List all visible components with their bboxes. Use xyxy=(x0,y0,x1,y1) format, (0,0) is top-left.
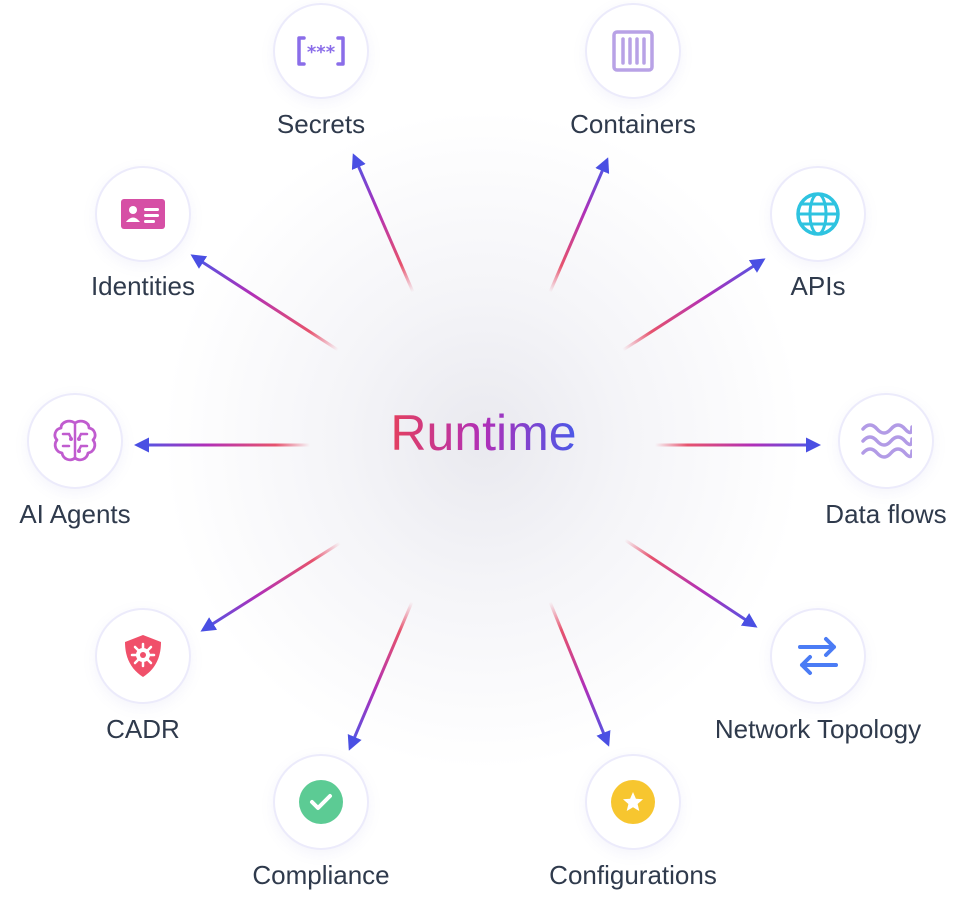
node-label-cadr: CADR xyxy=(106,714,180,744)
node-configurations[interactable] xyxy=(585,754,681,850)
check-circle-icon xyxy=(298,779,344,825)
node-label-compliance: Compliance xyxy=(252,860,390,890)
arrow-to-apis xyxy=(622,258,766,352)
brain-icon xyxy=(51,418,99,464)
node-cadr[interactable] xyxy=(95,608,191,704)
node-label-network-topology: Network Topology xyxy=(714,714,922,744)
node-label-apis: APIs xyxy=(790,271,846,301)
arrow-to-secrets xyxy=(351,153,415,293)
arrow-to-compliance xyxy=(347,601,414,751)
node-label-ai-agents: AI Agents xyxy=(19,499,131,529)
node-label-containers: Containers xyxy=(570,109,696,139)
node-network-topology[interactable] xyxy=(770,608,866,704)
swap-arrows-icon xyxy=(794,635,842,677)
node-label-identities: Identities xyxy=(90,271,196,301)
id-card-icon xyxy=(121,199,165,229)
node-compliance[interactable] xyxy=(273,754,369,850)
node-data-flows[interactable] xyxy=(838,393,934,489)
waves-icon xyxy=(860,419,912,463)
arrow-to-containers xyxy=(548,157,610,293)
arrow-to-identities xyxy=(190,254,339,352)
star-circle-icon xyxy=(610,779,656,825)
node-containers[interactable] xyxy=(585,3,681,99)
node-label-configurations: Configurations xyxy=(549,860,717,890)
secrets-icon: *** xyxy=(295,34,347,68)
node-ai-agents[interactable] xyxy=(27,393,123,489)
node-label-secrets: Secrets xyxy=(276,109,366,139)
node-apis[interactable] xyxy=(770,166,866,262)
svg-text:***: *** xyxy=(307,42,336,63)
container-icon xyxy=(611,29,655,73)
arrow-to-network-topology xyxy=(624,538,758,628)
runtime-title: Runtime xyxy=(390,405,577,461)
center-glow xyxy=(163,110,803,770)
node-identities[interactable] xyxy=(95,166,191,262)
shield-bug-icon xyxy=(121,633,165,679)
globe-icon xyxy=(795,191,841,237)
arrow-to-cadr xyxy=(200,541,341,632)
node-label-data-flows: Data flows xyxy=(825,499,947,529)
node-secrets[interactable]: *** xyxy=(273,3,369,99)
arrow-to-configurations xyxy=(548,601,611,747)
